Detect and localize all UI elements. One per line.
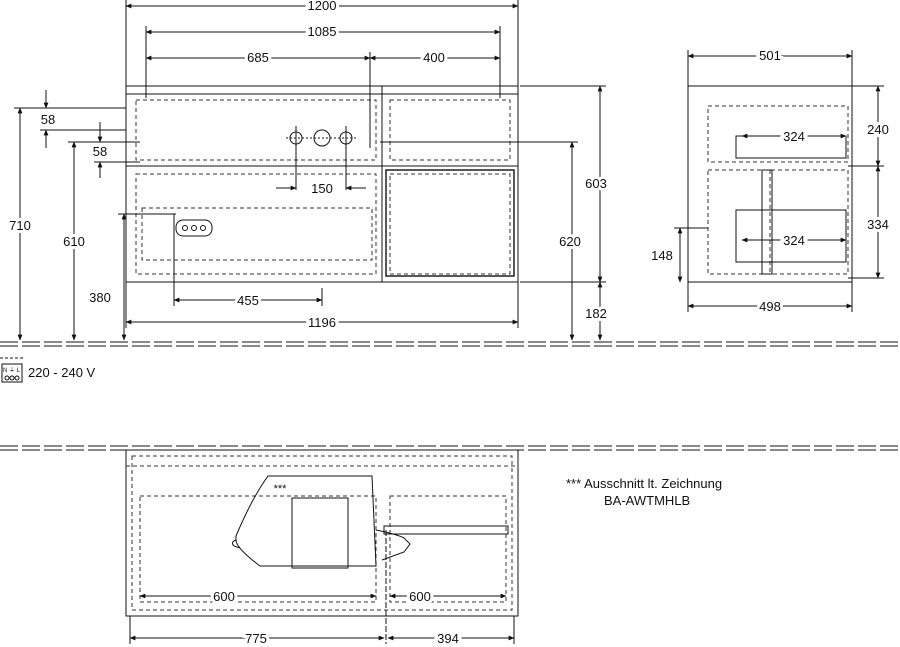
voltage-label: 220 - 240 V bbox=[28, 365, 96, 380]
dim-182: 182 bbox=[585, 306, 607, 321]
legend-line-2: BA-AWTMHLB bbox=[604, 493, 691, 508]
side-outline bbox=[687, 85, 853, 283]
plan-view bbox=[0, 445, 900, 644]
side-inner-upper bbox=[707, 105, 849, 163]
side-inner-lower bbox=[707, 169, 849, 275]
power-symbol-text: N ⏚ L bbox=[3, 367, 21, 374]
cutout-mark: *** bbox=[274, 483, 288, 495]
basin-cutout bbox=[235, 475, 377, 567]
left-drawer-dashed bbox=[135, 99, 377, 161]
legend-line-1: *** Ausschnitt lt. Zeichnung bbox=[566, 476, 723, 491]
front-view-dimensions: 1200 1085 685 400 58 58 710 610 380 150 … bbox=[6, 0, 610, 333]
plan-outline bbox=[125, 449, 519, 617]
dim-240: 240 bbox=[867, 122, 889, 137]
dim-1200: 1200 bbox=[308, 0, 337, 13]
dim-610: 610 bbox=[63, 234, 85, 249]
dim-150: 150 bbox=[311, 181, 333, 196]
inner-box-dashed bbox=[141, 207, 373, 261]
dim-1085: 1085 bbox=[308, 24, 337, 39]
dim-324-upper: 324 bbox=[783, 129, 805, 144]
socket-box bbox=[175, 219, 213, 237]
dim-324-lower: 324 bbox=[783, 233, 805, 248]
dim-600-right: 600 bbox=[409, 589, 431, 604]
dim-58-upper: 58 bbox=[41, 112, 55, 127]
front-view bbox=[0, 0, 900, 347]
right-lower-door-dashed bbox=[389, 173, 511, 275]
dim-148: 148 bbox=[651, 248, 673, 263]
dim-380: 380 bbox=[89, 290, 111, 305]
dim-498: 498 bbox=[759, 299, 781, 314]
side-view-dimensions: 501 324 324 148 240 334 498 bbox=[648, 45, 892, 317]
dim-775: 775 bbox=[245, 631, 267, 646]
right-drawer-dashed bbox=[389, 99, 511, 161]
right-lower-door bbox=[385, 169, 515, 277]
dim-600-left: 600 bbox=[213, 589, 235, 604]
side-lower-drawer bbox=[735, 209, 847, 263]
dim-58-lower: 58 bbox=[93, 144, 107, 159]
dim-455: 455 bbox=[237, 293, 259, 308]
dim-1196: 1196 bbox=[308, 315, 336, 330]
right-shelf bbox=[383, 525, 509, 535]
left-lower-drawer-dashed bbox=[135, 173, 377, 275]
cabinet-outline bbox=[125, 85, 519, 283]
dim-501: 501 bbox=[759, 48, 781, 63]
side-view bbox=[674, 50, 884, 312]
plan-view-dimensions: *** 600 600 775 394 bbox=[210, 483, 462, 647]
dim-334: 334 bbox=[867, 217, 889, 232]
dim-394: 394 bbox=[437, 631, 459, 646]
dim-710: 710 bbox=[9, 218, 31, 233]
tap-holes bbox=[286, 126, 356, 190]
power-symbol bbox=[0, 357, 24, 383]
dim-685: 685 bbox=[247, 50, 269, 65]
dim-603: 603 bbox=[585, 176, 607, 191]
dim-620: 620 bbox=[559, 234, 581, 249]
siphon-box bbox=[291, 497, 349, 569]
dim-400: 400 bbox=[423, 50, 445, 65]
